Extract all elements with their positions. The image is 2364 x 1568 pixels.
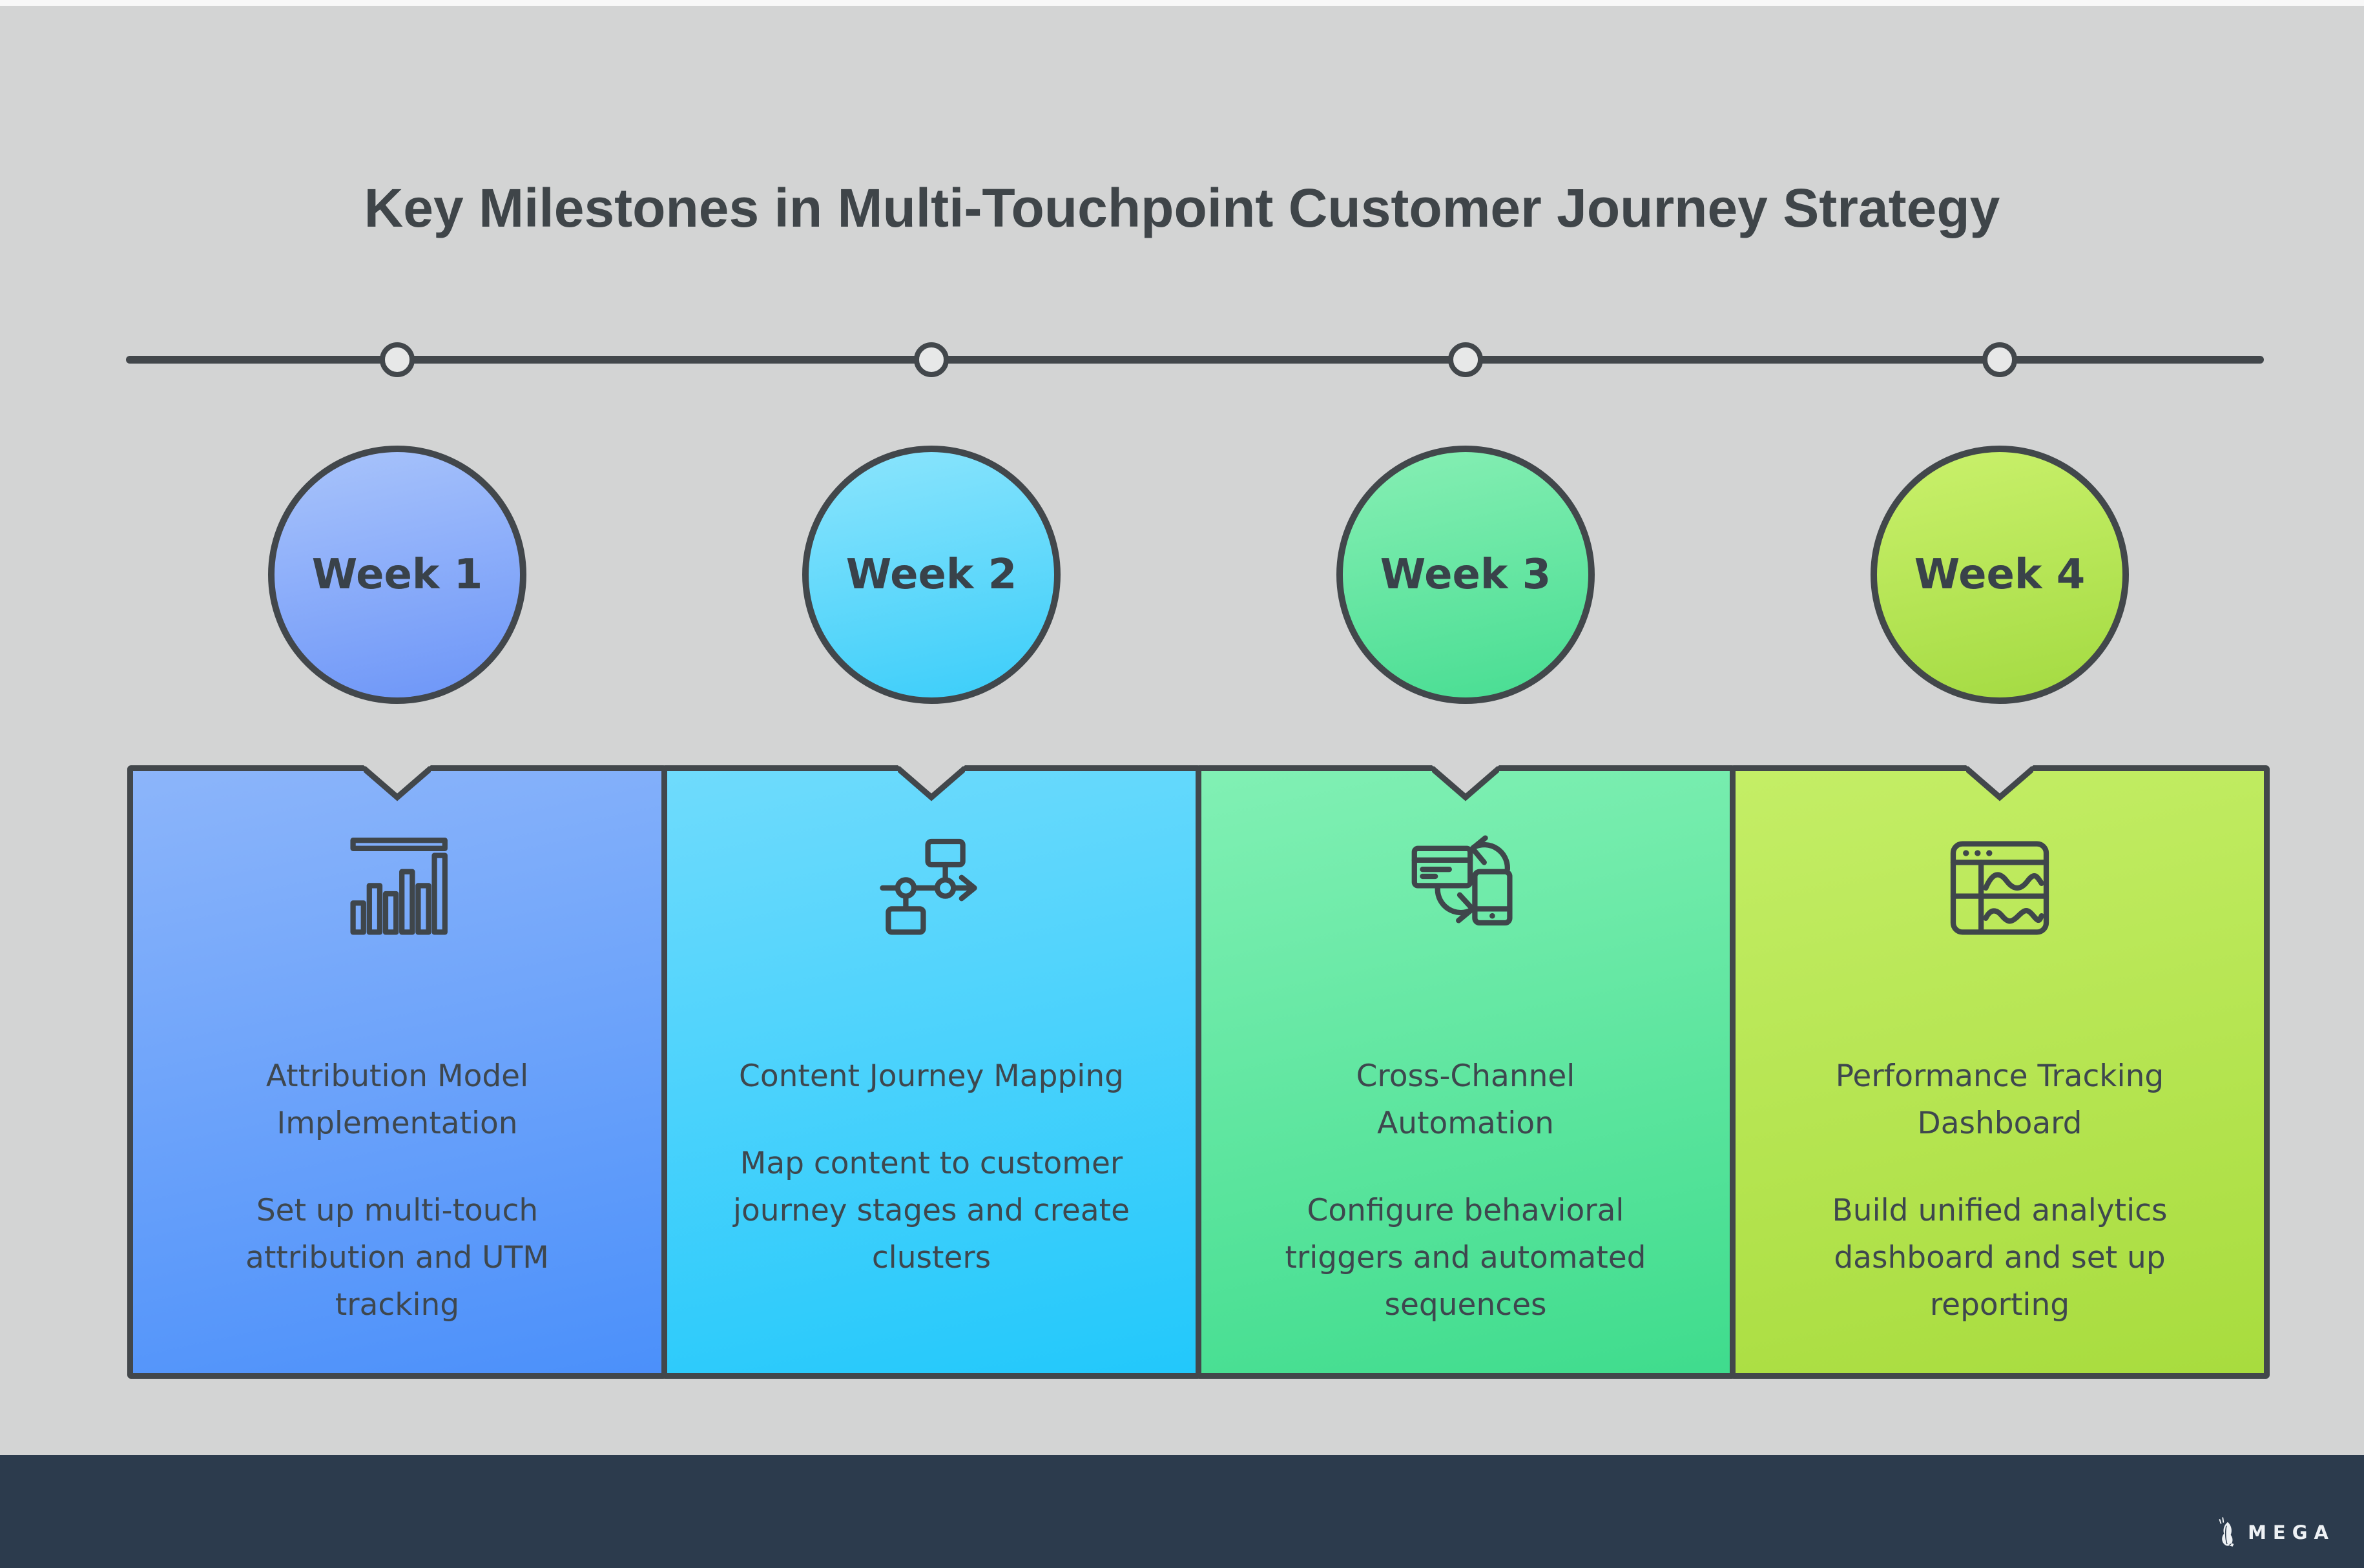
- wizard-icon: [2219, 1517, 2234, 1547]
- week-4-label: Week 4: [1914, 551, 2086, 599]
- brand-logo: MEGA: [2214, 1517, 2335, 1548]
- card-title: Cross-Channel Automation: [1356, 1058, 1575, 1141]
- card-notch: [364, 765, 431, 801]
- card-description: Build unified analytics dashboard and se…: [1832, 1193, 2168, 1323]
- card-notch: [1432, 765, 1499, 801]
- card-description: Set up multi-touch attribution and UTM t…: [245, 1193, 549, 1323]
- device-sync-icon: [1407, 830, 1524, 946]
- milestone-card-week4: Performance Tracking Dashboard Build uni…: [1730, 765, 2270, 1379]
- week-circle-4: Week 4: [1871, 446, 2129, 704]
- week-3-label: Week 3: [1380, 551, 1551, 599]
- timeline-marker-week2: [914, 342, 949, 377]
- timeline-marker-week4: [1982, 342, 2017, 377]
- brand-name: MEGA: [2248, 1522, 2335, 1543]
- bar-chart-icon: [339, 830, 455, 946]
- week-circle-2: Week 2: [802, 446, 1061, 704]
- week-2-label: Week 2: [845, 551, 1017, 599]
- flowchart-icon: [873, 830, 990, 946]
- page-title: Key Milestones in Multi-Touchpoint Custo…: [364, 178, 2000, 239]
- week-circle-1: Week 1: [268, 446, 526, 704]
- milestone-card-week1: Attribution Model Implementation Set up …: [127, 765, 667, 1379]
- milestone-card-week3: Cross-Channel Automation Configure behav…: [1196, 765, 1736, 1379]
- dashboard-icon: [1942, 830, 2058, 946]
- card-notch: [898, 765, 965, 801]
- card-title: Performance Tracking Dashboard: [1835, 1058, 2164, 1141]
- card-notch: [1966, 765, 2033, 801]
- week-1-label: Week 1: [311, 551, 483, 599]
- timeline-marker-week1: [380, 342, 415, 377]
- top-strip: [0, 0, 2364, 6]
- card-title: Attribution Model Implementation: [265, 1058, 529, 1141]
- card-title: Content Journey Mapping: [739, 1058, 1124, 1094]
- week-circle-3: Week 3: [1336, 446, 1595, 704]
- milestone-card-week2: Content Journey Mapping Map content to c…: [661, 765, 1201, 1379]
- card-description: Configure behavioral triggers and automa…: [1285, 1193, 1646, 1323]
- timeline-line: [126, 356, 2264, 364]
- footer-bar: MEGA: [0, 1455, 2364, 1568]
- card-description: Map content to customer journey stages a…: [732, 1146, 1130, 1275]
- timeline-marker-week3: [1448, 342, 1483, 377]
